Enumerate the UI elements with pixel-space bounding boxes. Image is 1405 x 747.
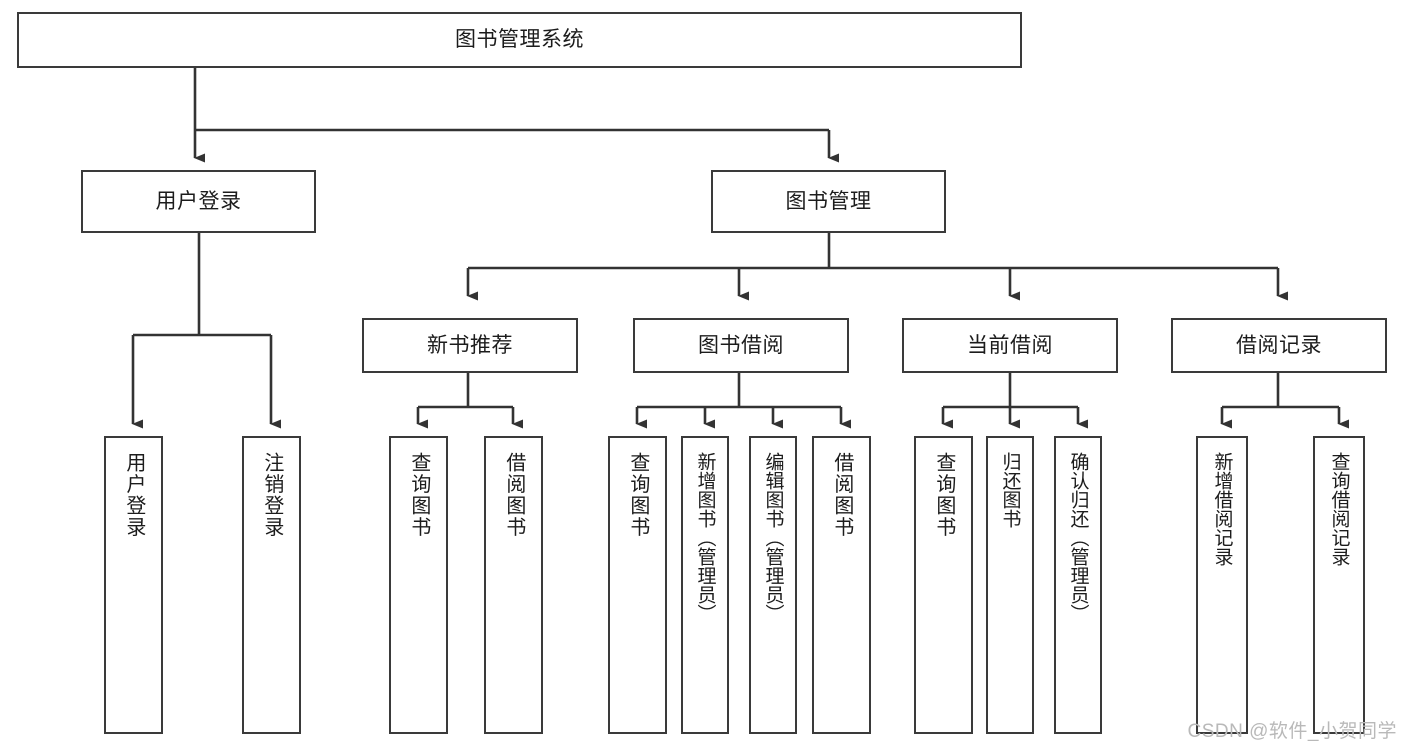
node-label: 查询图书 [407, 452, 430, 538]
node-label: 编辑图书（管理员） [762, 452, 784, 623]
node-label: 用户登录 [155, 189, 242, 213]
leaf-confirm-return-admin[interactable]: 确认归还（管理员） [1054, 436, 1102, 734]
leaf-borrow-book-recommend[interactable]: 借阅图书 [484, 436, 543, 734]
leaf-edit-book-admin[interactable]: 编辑图书（管理员） [749, 436, 797, 734]
leaf-query-book-borrow[interactable]: 查询图书 [608, 436, 667, 734]
node-label: 借阅记录 [1236, 333, 1322, 357]
node-label: 新书推荐 [427, 333, 513, 357]
node-label: 图书借阅 [698, 333, 784, 357]
node-label: 查询图书 [626, 452, 649, 538]
node-book-borrow[interactable]: 图书借阅 [633, 318, 849, 373]
node-label: 新增借阅记录 [1211, 452, 1233, 566]
node-label: 新增图书（管理员） [694, 452, 716, 623]
node-label: 查询借阅记录 [1328, 452, 1350, 566]
node-label: 确认归还（管理员） [1067, 452, 1089, 623]
node-borrow-record[interactable]: 借阅记录 [1171, 318, 1387, 373]
node-book-management[interactable]: 图书管理 [711, 170, 946, 233]
node-label: 查询图书 [932, 452, 955, 538]
leaf-add-book-admin[interactable]: 新增图书（管理员） [681, 436, 729, 734]
csdn-watermark: CSDN @软件_小贺同学 [1187, 721, 1397, 742]
leaf-return-book[interactable]: 归还图书 [986, 436, 1034, 734]
leaf-user-login[interactable]: 用户登录 [104, 436, 163, 734]
leaf-add-borrow-record[interactable]: 新增借阅记录 [1196, 436, 1248, 734]
node-label: 归还图书 [999, 452, 1021, 528]
node-new-book-recommend[interactable]: 新书推荐 [362, 318, 578, 373]
node-root-system[interactable]: 图书管理系统 [17, 12, 1022, 68]
node-label: 借阅图书 [502, 452, 525, 538]
leaf-query-book-current[interactable]: 查询图书 [914, 436, 973, 734]
node-label: 图书管理 [785, 189, 872, 213]
node-current-borrow[interactable]: 当前借阅 [902, 318, 1118, 373]
leaf-query-book-recommend[interactable]: 查询图书 [389, 436, 448, 734]
node-label: 用户登录 [122, 452, 145, 538]
node-label: 注销登录 [260, 452, 283, 538]
node-label: 当前借阅 [967, 333, 1053, 357]
leaf-query-borrow-record[interactable]: 查询借阅记录 [1313, 436, 1365, 734]
node-label: 借阅图书 [830, 452, 853, 538]
node-user-login[interactable]: 用户登录 [81, 170, 316, 233]
leaf-user-logout[interactable]: 注销登录 [242, 436, 301, 734]
leaf-borrow-book[interactable]: 借阅图书 [812, 436, 871, 734]
node-label: 图书管理系统 [455, 28, 584, 52]
